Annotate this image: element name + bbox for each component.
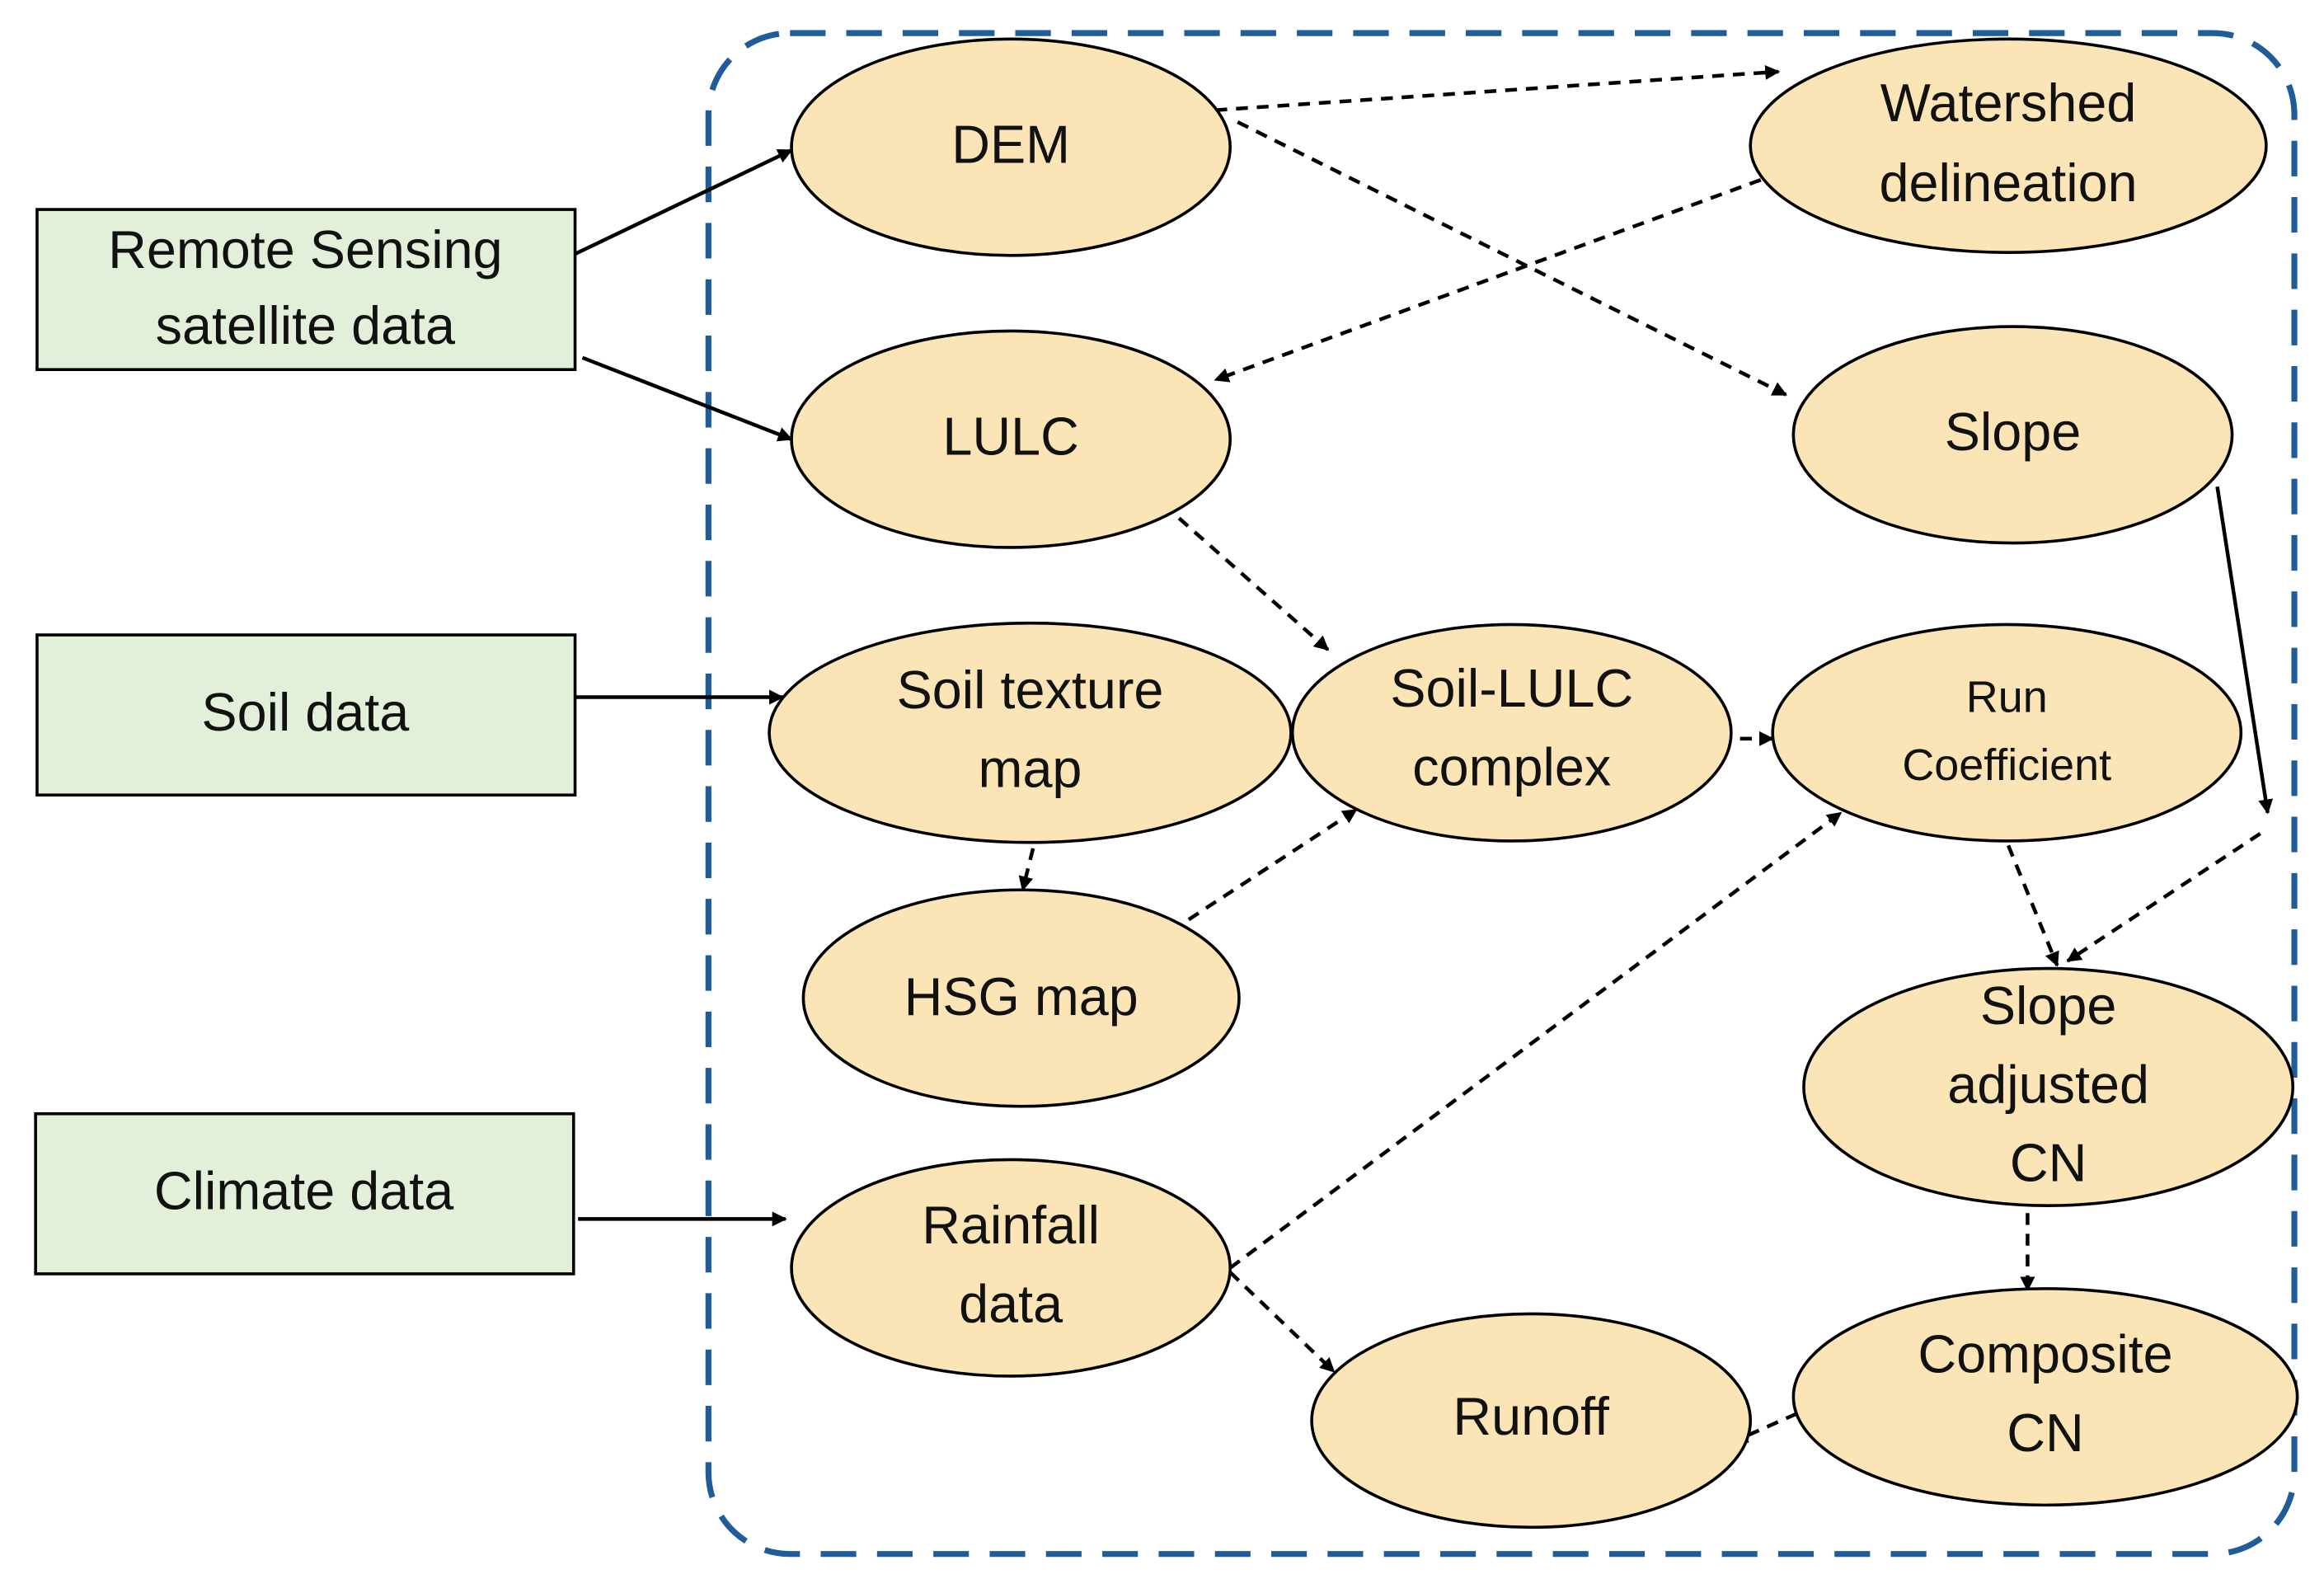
node-rainfall-line1: Rainfall xyxy=(922,1195,1100,1255)
edge-dem-to-slope xyxy=(1237,120,1787,397)
edge-rs-to-dem xyxy=(574,148,793,256)
node-runoff-label: Runoff xyxy=(1453,1386,1610,1446)
edge-runcoef-to-slopeadj xyxy=(2006,844,2059,967)
node-slope-label: Slope xyxy=(1945,402,2082,462)
model-boundary xyxy=(705,30,2298,1558)
node-run-coefficient-line2: Coefficient xyxy=(1902,740,2111,790)
node-lulc xyxy=(790,329,1232,549)
node-rainfall xyxy=(790,1158,1232,1378)
source-climate: Climate data xyxy=(34,1111,575,1276)
source-climate-label: Climate data xyxy=(154,1161,453,1221)
node-composite-line2: CN xyxy=(2007,1403,2083,1463)
node-runoff xyxy=(1310,1312,1753,1530)
edge-rs-to-lulc xyxy=(581,355,793,442)
edge-dem-to-watershed xyxy=(1215,64,1781,112)
node-composite-line1: Composite xyxy=(1918,1323,2172,1384)
source-soil: Soil data xyxy=(35,633,577,797)
edge-texture-to-hsg xyxy=(1018,848,1035,892)
edge-lulc-to-soillulc xyxy=(1162,503,1330,651)
node-run-coefficient xyxy=(1771,623,2243,843)
source-soil-label: Soil data xyxy=(201,682,409,742)
edge-watershed-to-lulc xyxy=(1214,177,1762,383)
node-composite xyxy=(1791,1287,2299,1507)
node-rainfall-line2: data xyxy=(959,1273,1063,1333)
node-watershed xyxy=(1749,37,2268,254)
edge-slope-to-bend xyxy=(2215,486,2274,815)
node-slope-adjusted-line3: CN xyxy=(2010,1133,2087,1193)
node-slope xyxy=(1791,325,2234,545)
node-slope-adjusted-line2: adjusted xyxy=(1947,1054,2149,1114)
edge-hsg-to-soillulc xyxy=(1187,808,1358,922)
node-lulc-label: LULC xyxy=(942,406,1078,467)
edge-rainfall-to-runcoef xyxy=(1228,811,1843,1270)
node-soil-lulc-line1: Soil-LULC xyxy=(1390,658,1633,718)
edge-slopebend-to-slopeadj xyxy=(2066,832,2261,963)
edge-rainfall-to-runoff xyxy=(1228,1271,1336,1374)
node-soil-texture xyxy=(768,621,1293,844)
node-watershed-line1: Watershed xyxy=(1880,73,2137,133)
node-soil-lulc-line2: complex xyxy=(1412,737,1611,797)
node-slope-adjusted-line1: Slope xyxy=(1980,975,2117,1036)
node-watershed-line2: delineation xyxy=(1880,153,2138,213)
node-soil-texture-line1: Soil texture xyxy=(897,660,1164,720)
node-soil-lulc xyxy=(1290,623,1733,843)
source-remote-sensing: Remote Sensing satellite data xyxy=(35,208,577,372)
node-dem xyxy=(790,37,1232,257)
node-hsg xyxy=(801,888,1241,1108)
edge-composite-to-runoff xyxy=(1732,1395,1836,1444)
node-run-coefficient-line1: Run xyxy=(1966,672,2048,721)
source-remote-sensing-line1: Remote Sensing xyxy=(108,219,502,280)
node-hsg-label: HSG map xyxy=(904,966,1139,1027)
node-slope-adjusted xyxy=(1802,966,2295,1207)
source-remote-sensing-line2: satellite data xyxy=(156,295,455,355)
node-soil-texture-line2: map xyxy=(979,738,1082,798)
node-dem-label: DEM xyxy=(951,114,1070,174)
